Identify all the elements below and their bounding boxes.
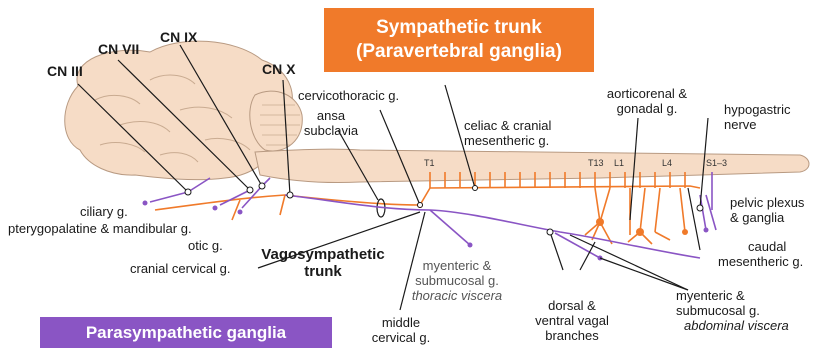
l1-marker: L1 [614,158,624,168]
myenteric-thoracic-line1: myenteric & [392,258,522,273]
pelvic-line2: & ganglia [730,210,804,225]
cn10-label: CN X [262,62,295,77]
aorticorenal-line1: aorticorenal & [592,86,702,101]
caudal-mesentheric-label: caudal mesentheric g. [718,239,803,269]
dorsal-ventral-line3: branches [524,328,620,343]
pterygopalatine-label: pterygopalatine & mandibular g. [8,221,192,236]
otic-label: otic g. [188,238,223,253]
ansa-line1: ansa [296,108,366,123]
vagosympathetic-trunk-label: Vagosympathetic trunk [258,246,388,280]
myenteric-thoracic-line3: thoracic viscera [392,288,522,303]
vagosympathetic-line2: trunk [258,263,388,280]
myenteric-thoracic-label: myenteric & submucosal g. thoracic visce… [392,258,522,303]
t1-marker: T1 [424,158,435,168]
hypogastric-line2: nerve [724,117,790,132]
aorticorenal-label: aorticorenal & gonadal g. [592,86,702,116]
middle-cervical-line2: cervical g. [356,330,446,345]
middle-cervical-line1: middle [356,315,446,330]
sympathetic-title-line1: Sympathetic trunk [324,16,594,40]
caudal-line2: mesentheric g. [718,254,803,269]
dorsal-ventral-label: dorsal & ventral vagal branches [524,298,620,343]
cn7-label: CN VII [98,42,139,57]
cervicothoracic-label: cervicothoracic g. [298,88,399,103]
dorsal-ventral-line1: dorsal & [524,298,620,313]
caudal-line1: caudal [718,239,803,254]
sympathetic-chain [155,172,700,244]
l4-marker: L4 [662,158,672,168]
parasympathetic-ganglia-title: Parasympathetic ganglia [40,317,332,348]
cranial-cervical-label: cranial cervical g. [130,261,230,276]
ansa-subclavia-label: ansa subclavia [296,108,366,138]
leader-endpoints [185,183,703,235]
ansa-line2: subclavia [296,123,366,138]
sympathetic-title-line2: (Paravertebral ganglia) [324,40,594,64]
sympathetic-trunk-title: Sympathetic trunk (Paravertebral ganglia… [324,8,594,72]
aorticorenal-line2: gonadal g. [592,101,702,116]
cn3-label: CN III [47,64,83,79]
hypogastric-label: hypogastric nerve [724,102,790,132]
pelvic-line1: pelvic plexus [730,195,804,210]
hypogastric-line1: hypogastric [724,102,790,117]
myenteric-abdominal-line3: abdominal viscera [676,318,789,333]
middle-cervical-label: middle cervical g. [356,315,446,345]
celiac-label: celiac & cranial mesentheric g. [464,118,551,148]
myenteric-abdominal-line1: myenteric & [676,288,789,303]
myenteric-abdominal-label: myenteric & submucosal g. abdominal visc… [676,288,789,333]
myenteric-abdominal-line2: submucosal g. [676,303,789,318]
celiac-line2: mesentheric g. [464,133,551,148]
myenteric-thoracic-line2: submucosal g. [392,273,522,288]
pelvic-plexus-label: pelvic plexus & ganglia [730,195,804,225]
t13-marker: T13 [588,158,604,168]
parasympathetic-fibers [150,172,716,258]
ciliary-label: ciliary g. [80,204,128,219]
celiac-line1: celiac & cranial [464,118,551,133]
dorsal-ventral-line2: ventral vagal [524,313,620,328]
cn9-label: CN IX [160,30,197,45]
vagosympathetic-line1: Vagosympathetic [258,246,388,263]
s1-3-marker: S1–3 [706,158,727,168]
